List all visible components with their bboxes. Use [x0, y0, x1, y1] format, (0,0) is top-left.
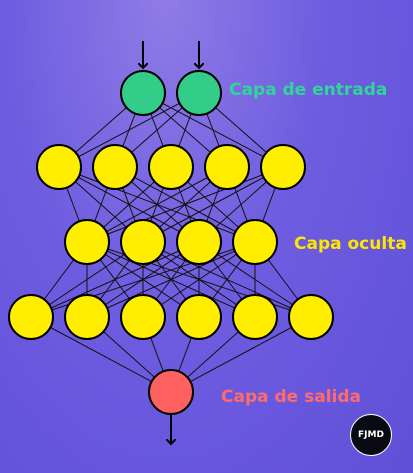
neuron-hidden3-3	[176, 294, 222, 340]
neuron-hidden1-3	[204, 144, 250, 190]
neuron-output-0	[148, 369, 194, 415]
neuron-hidden3-5	[288, 294, 334, 340]
neuron-hidden3-2	[120, 294, 166, 340]
neuron-hidden2-1	[120, 219, 166, 265]
neuron-hidden1-1	[92, 144, 138, 190]
edge-hidden1-4-to-hidden2-0	[86, 166, 284, 243]
neuron-hidden3-4	[232, 294, 278, 340]
output-layer-label: Capa de salida	[221, 387, 362, 407]
arrows	[143, 41, 199, 444]
edge-hidden3-0-to-output-0	[30, 316, 172, 393]
edge-hidden2-3-to-hidden3-1	[86, 241, 256, 318]
neuron-hidden2-2	[176, 219, 222, 265]
neuron-hidden1-4	[260, 144, 306, 190]
neuron-hidden1-0	[36, 144, 82, 190]
neuron-hidden3-1	[64, 294, 110, 340]
neuron-hidden2-0	[64, 219, 110, 265]
edge-hidden3-5-to-output-0	[170, 316, 312, 393]
neuron-hidden2-3	[232, 219, 278, 265]
neuron-hidden3-0	[8, 294, 54, 340]
input-layer-label: Capa de entrada	[229, 80, 388, 100]
edge-input-1-to-hidden1-0	[58, 92, 200, 168]
edge-hidden1-4-to-hidden2-1	[142, 166, 284, 243]
logo-text: FJMD	[358, 430, 384, 440]
edge-hidden1-3-to-hidden2-0	[86, 166, 228, 243]
hidden-layer-label: Capa oculta	[294, 234, 407, 254]
neuron-hidden1-2	[148, 144, 194, 190]
edge-hidden2-2-to-hidden3-0	[30, 241, 200, 318]
neuron-input-0	[120, 70, 166, 116]
fjmd-logo: FJMD	[350, 414, 392, 456]
neuron-input-1	[176, 70, 222, 116]
neurons	[8, 70, 334, 415]
